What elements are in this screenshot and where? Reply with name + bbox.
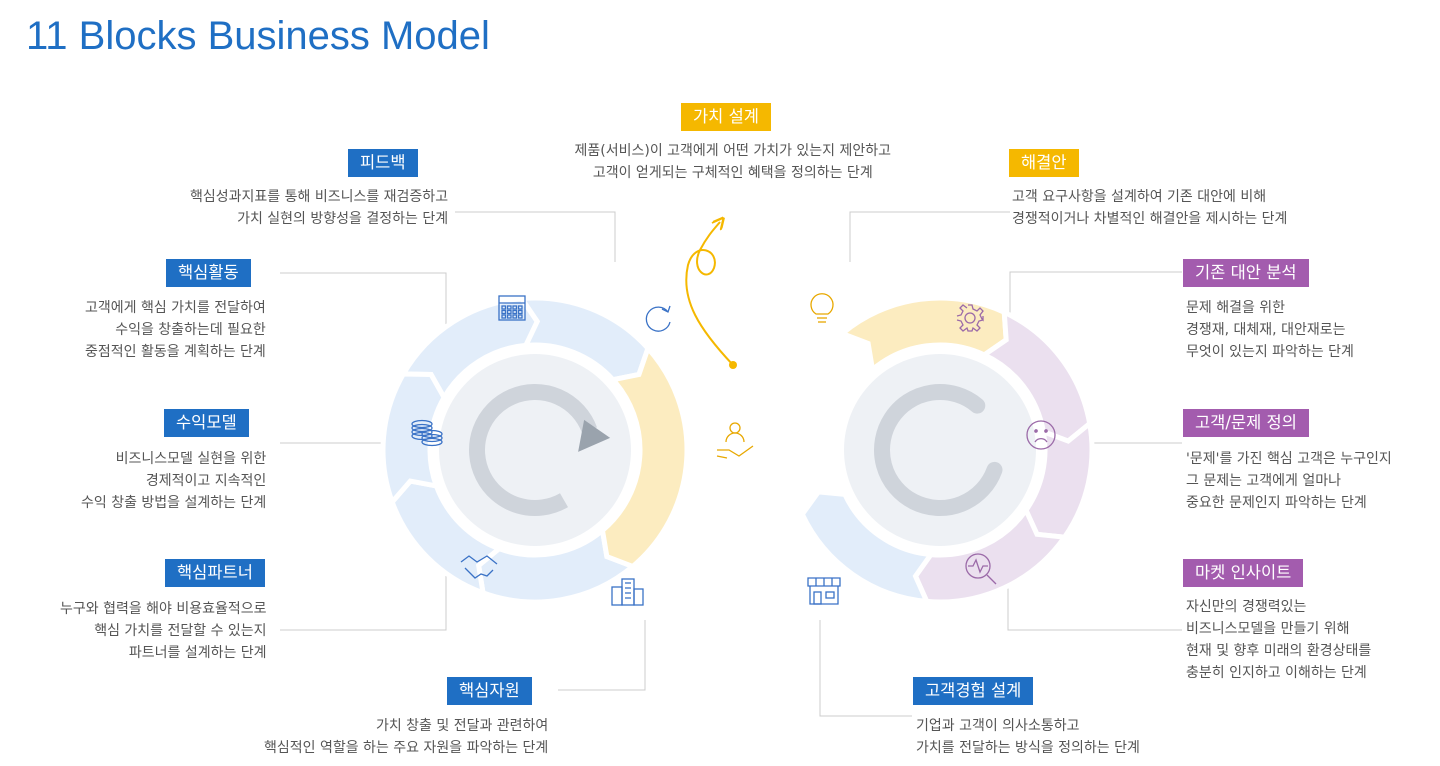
cycle-arrow-left xyxy=(469,384,598,516)
analytics-search-icon xyxy=(965,553,997,585)
desc-line: 가치 창출 및 전달과 관련하여 xyxy=(375,718,549,734)
desc-line: 핵심 가치를 전달할 수 있는지 xyxy=(94,623,267,639)
tag-customer-problem: 고객/문제 정의 xyxy=(1183,409,1309,437)
buildings-icon xyxy=(611,578,644,606)
tag-existing-alternatives: 기존 대안 분석 xyxy=(1183,259,1309,287)
desc-line: 수익을 창출하는데 필요한 xyxy=(115,322,266,338)
value-arrow-dot xyxy=(729,361,737,369)
ring-segments xyxy=(380,295,1095,605)
value-arrow xyxy=(685,222,734,366)
tag-revenue-model: 수익모델 xyxy=(164,409,249,437)
connector-cx-design xyxy=(819,620,912,717)
segment-icons xyxy=(411,293,1056,606)
desc-line: 그 문제는 고객에게 얼마나 xyxy=(1186,473,1342,489)
desc-line: 문제 해결을 위한 xyxy=(1186,300,1286,316)
connector-solution xyxy=(849,211,1010,262)
cycle-arrowhead xyxy=(578,419,611,452)
page-title: 11 Blocks Business Model xyxy=(26,14,490,58)
ring-centers xyxy=(439,222,1036,546)
handshake-icon xyxy=(460,555,498,579)
tag-key-resources: 핵심자원 xyxy=(447,677,532,705)
desc-line: 경제적이고 지속적인 xyxy=(145,473,267,489)
hand-person-icon xyxy=(716,422,754,459)
segment-cx-design xyxy=(799,489,936,605)
tag-key-partners: 핵심파트너 xyxy=(165,559,265,587)
connector-key-partners xyxy=(280,560,447,631)
sad-face-icon xyxy=(1026,420,1056,450)
coins-icon xyxy=(411,419,443,447)
desc-line: 충분히 인지하고 이해하는 단계 xyxy=(1186,665,1367,681)
desc-line: 누구와 협력을 해야 비용효율적으로 xyxy=(60,601,267,617)
desc-line: 기업과 고객이 의사소통하고 xyxy=(916,718,1080,734)
desc-line: 고객이 얻게되는 구체적인 혜택을 정의하는 단계 xyxy=(592,165,873,181)
desc-line: 핵심적인 역할을 하는 주요 자원을 파악하는 단계 xyxy=(264,740,549,756)
desc-line: 핵심성과지표를 통해 비즈니스를 재검증하고 xyxy=(190,189,449,205)
desc-line: 가치 실현의 방향성을 결정하는 단계 xyxy=(237,211,449,227)
connector-existing-alternatives xyxy=(1009,271,1182,330)
lightbulb-icon xyxy=(810,293,834,323)
desc-line: 비즈니스모델 실현을 위한 xyxy=(115,451,267,467)
left-center-disc xyxy=(439,354,631,546)
desc-line: 제품(서비스)이 고객에게 어떤 가치가 있는지 제안하고 xyxy=(574,143,892,159)
tag-feedback: 피드백 xyxy=(348,149,418,177)
desc-line: 자신만의 경쟁력있는 xyxy=(1186,599,1307,615)
desc-line: 파트너를 설계하는 단계 xyxy=(128,645,267,661)
segment-value-design xyxy=(599,343,690,570)
tag-solution: 해결안 xyxy=(1009,149,1079,177)
storefront-icon xyxy=(807,577,841,605)
desc-line: 가치를 전달하는 방식을 정의하는 단계 xyxy=(916,740,1140,756)
connector-lines xyxy=(280,211,1182,717)
tag-value-design: 가치 설계 xyxy=(681,103,771,131)
desc-line: 현재 및 향후 미래의 환경상태를 xyxy=(1186,643,1372,659)
connector-key-activities xyxy=(280,272,447,330)
desc-line: 무엇이 있는지 파악하는 단계 xyxy=(1186,344,1354,360)
gear-icon xyxy=(956,304,984,332)
cycle-arrow-right xyxy=(874,384,1003,516)
desc-line: 중요한 문제인지 파악하는 단계 xyxy=(1186,495,1367,511)
desc-line: 경쟁재, 대체재, 대안재로는 xyxy=(1186,322,1346,338)
desc-line: 비즈니스모델을 만들기 위해 xyxy=(1186,621,1350,637)
desc-line: 고객에게 핵심 가치를 전달하여 xyxy=(85,300,266,316)
desc-line: 경쟁적이거나 차별적인 해결안을 제시하는 단계 xyxy=(1012,211,1288,227)
desc-line: 수익 창출 방법을 설계하는 단계 xyxy=(81,495,267,511)
desc-line: 중점적인 활동을 계획하는 단계 xyxy=(85,344,266,360)
tag-cx-design: 고객경험 설계 xyxy=(913,677,1034,705)
desc-line: '문제'를 가진 핵심 고객은 누구인지 xyxy=(1186,451,1392,467)
connector-key-resources xyxy=(558,620,646,691)
refresh-icon xyxy=(645,305,671,332)
tag-market-insight: 마켓 인사이트 xyxy=(1183,559,1304,587)
connector-feedback xyxy=(455,211,616,262)
tag-key-activities: 핵심활동 xyxy=(166,259,251,287)
desc-line: 고객 요구사항을 설계하여 기존 대안에 비해 xyxy=(1012,189,1267,205)
right-center-disc xyxy=(844,354,1036,546)
calendar-icon xyxy=(498,295,526,321)
